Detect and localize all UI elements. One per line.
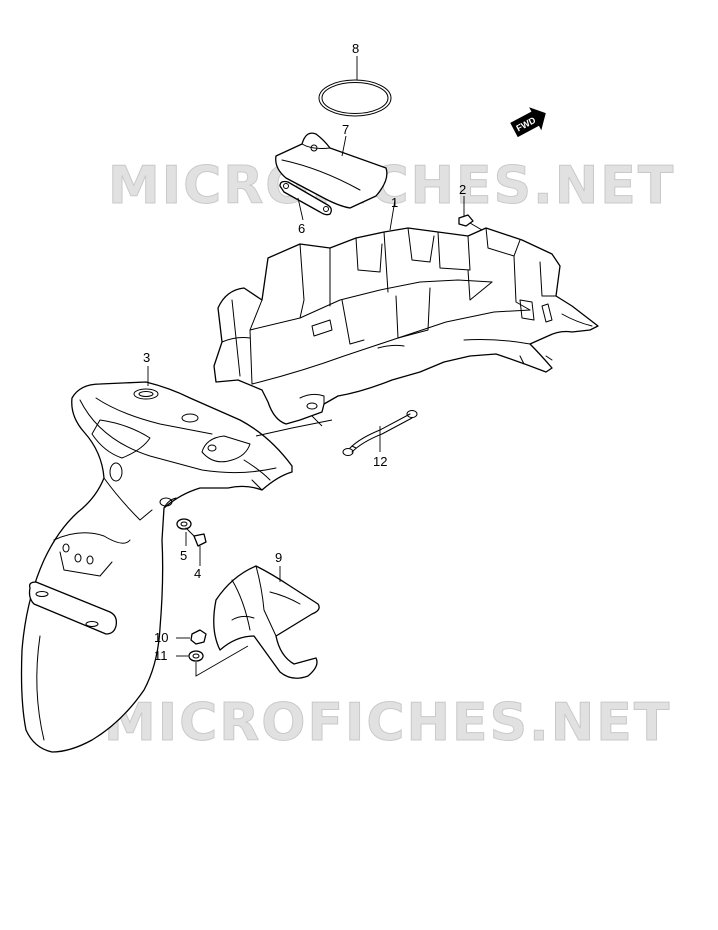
part-11-grommet [188, 650, 204, 662]
callout-4: 4 [194, 566, 201, 581]
callout-6: 6 [298, 221, 305, 236]
callout-2: 2 [459, 182, 466, 197]
callouts: 8 7 6 2 1 3 12 5 4 9 10 11 [143, 41, 466, 663]
callout-9: 9 [275, 550, 282, 565]
callout-5: 5 [180, 548, 187, 563]
part-4-screw [185, 527, 207, 547]
part-7-cover [275, 132, 388, 209]
callout-11: 11 [154, 648, 168, 663]
part-2-bolt [458, 214, 483, 231]
watermark-bottom: MICROFICHES.NET [104, 693, 671, 753]
callout-10: 10 [154, 630, 168, 645]
leader-lines [147, 56, 465, 677]
part-8-o-ring [318, 79, 392, 117]
callout-12: 12 [373, 454, 387, 469]
callout-3: 3 [143, 350, 150, 365]
callout-8: 8 [352, 41, 359, 56]
part-9-mud-guard [213, 565, 320, 679]
fwd-badge: FWD [510, 107, 546, 138]
part-6-clamp [279, 180, 332, 216]
callout-7: 7 [342, 122, 349, 137]
forward-arrow-icon [510, 107, 546, 138]
part-5-washer [176, 518, 192, 530]
callout-1: 1 [391, 195, 398, 210]
part-1-rear-fender [213, 227, 599, 425]
part-10-bolt [190, 629, 207, 645]
part-3-front-fender [20, 381, 293, 753]
watermark-top: MICROFICHES.NET [108, 156, 675, 216]
